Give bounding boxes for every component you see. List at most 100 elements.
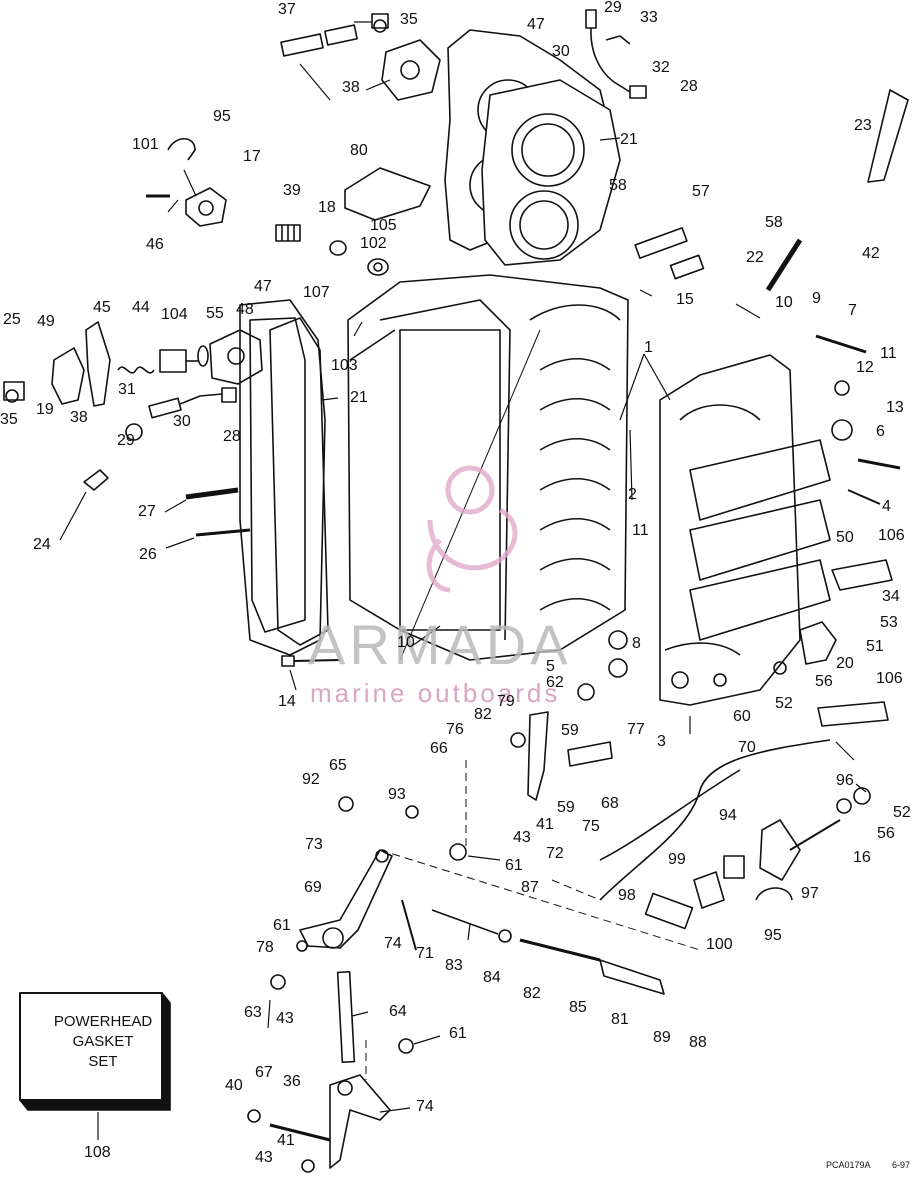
gasket-kit-line: POWERHEAD [53,1013,153,1030]
callout: 31 [118,381,136,398]
cover-plate [344,167,431,221]
callout: 100 [706,936,733,953]
callout: 66 [430,740,448,757]
callout: 19 [36,401,54,418]
washer-65 [338,796,354,812]
callout: 79 [497,693,515,710]
spring-39 [275,224,301,242]
callout: 73 [305,836,323,853]
callout: 7 [848,302,857,319]
nut-43-c [301,1159,315,1173]
hose-57 [634,227,705,280]
clip-95-lower [755,887,793,901]
callout: 68 [601,795,619,812]
callout: 62 [546,674,564,691]
crankcase-cover [659,354,831,706]
callout: 80 [350,142,368,159]
callout: 61 [505,857,523,874]
nut-82-upper [510,732,526,748]
callout: 95 [764,927,782,944]
housing-48 [209,329,263,385]
callout: 5 [546,658,555,675]
gasket-45 [85,321,111,407]
bracket-38-left [51,347,85,405]
callout: 70 [738,739,756,756]
callout: 57 [692,183,710,200]
callout: 23 [854,117,872,134]
nut-61-c [398,1038,414,1054]
callout: 82 [474,706,492,723]
plate-68 [567,741,613,767]
fitting-20 [799,621,837,665]
figure-code: PCA0179A [826,1160,871,1170]
pin-4 [847,489,881,505]
callout: 87 [521,879,539,896]
callout: 26 [139,546,157,563]
callout: 104 [161,306,188,323]
callout: 43 [513,829,531,846]
callout: 74 [416,1098,434,1115]
callout: 11 [632,522,649,539]
callout: 58 [765,214,783,231]
gasket-kit-line: SET [88,1053,118,1070]
callout: 85 [569,999,587,1016]
cam-36 [329,1074,391,1169]
exhaust-plate-21 [269,317,329,646]
gasket-kit-box [19,992,171,1111]
callout: 107 [303,284,330,301]
callout: 10 [775,294,793,311]
callout: 18 [318,199,336,216]
callout: 89 [653,1029,671,1046]
callout: 81 [611,1011,629,1028]
callout: 44 [132,299,150,316]
callout: 88 [689,1034,707,1051]
callout: 29 [117,432,135,449]
fitting-35-top [371,13,389,33]
link-64 [336,970,356,1064]
watermark-logo-mark [426,465,518,593]
callout: 2 [628,486,637,503]
bolt-14 [281,655,341,667]
shaft-81 [599,959,665,995]
callout: 28 [223,428,241,445]
connector-24 [83,469,109,491]
cylinder-head [481,79,621,266]
temperature-sensor-lead [585,9,647,99]
callout: 93 [388,786,406,803]
callout: 55 [206,305,224,322]
callout: 9 [812,290,821,307]
nut-84 [498,929,512,943]
callout: 97 [801,885,819,902]
bracket-97 [759,819,841,881]
callout: 46 [146,236,164,253]
callout: 1 [644,339,653,356]
callout: 35 [400,11,418,28]
callout: 65 [329,757,347,774]
callout: 43 [255,1149,273,1166]
callout: 12 [856,359,874,376]
callout: 41 [536,816,554,833]
callout: 27 [138,503,156,520]
callout: 99 [668,851,686,868]
link-83 [431,909,499,935]
callout: 53 [880,614,898,631]
callout: 50 [836,529,854,546]
callout: 15 [676,291,694,308]
bracket-106-upper [831,559,893,591]
callout: 41 [277,1132,295,1149]
nut-40 [247,1109,261,1123]
washer-8a [608,630,628,650]
callout: 51 [866,638,884,655]
bolt-26 [195,528,251,537]
callout: 52 [775,695,793,712]
callout: 21 [620,131,638,148]
callout: 38 [70,409,88,426]
callout: 48 [236,301,254,318]
callout: 37 [278,1,296,18]
callout: 98 [618,887,636,904]
callout: 34 [882,588,900,605]
callout: 43 [276,1010,294,1027]
spring-44 [117,366,155,374]
washer-62 [577,683,595,701]
